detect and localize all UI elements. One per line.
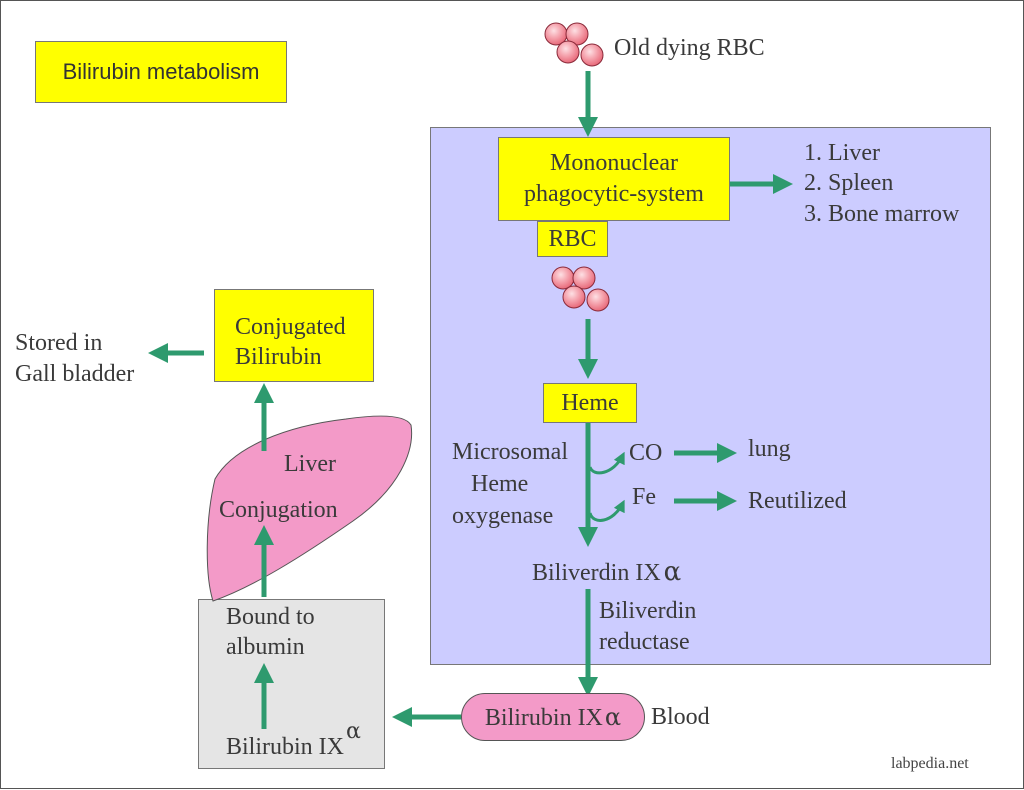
rbc-cluster-middle [551, 266, 610, 312]
heme-oxygenase-line3: oxygenase [452, 503, 554, 529]
lung-label: lung [748, 436, 791, 462]
gall-bladder-label: Gall bladder [15, 361, 135, 387]
arrow-branch-fe [588, 499, 625, 522]
fe-label: Fe [632, 484, 656, 510]
liver-organ-shape [206, 415, 413, 602]
arrow-branch-co [588, 451, 625, 475]
watermark: labpedia.net [891, 755, 969, 772]
blood-label: Blood [651, 704, 710, 730]
albumin-box [198, 599, 385, 769]
mps-label: Mononuclear phagocytic-system [524, 150, 704, 207]
conjugated-line2: Bilirubin [235, 344, 322, 370]
site-liver: 1. Liver [804, 140, 880, 166]
rbc-box: RBC [537, 221, 608, 257]
reutilized-label: Reutilized [748, 488, 847, 514]
blood-bilirubin-label: Bilirubin IXα [485, 703, 621, 732]
unconjugated-bilirubin-alpha: α [346, 719, 361, 744]
bound-to-line2: albumin [226, 634, 305, 660]
stored-in-label: Stored in [15, 330, 103, 356]
heme-label: Heme [561, 389, 619, 416]
blood-bilirubin-text: Bilirubin IX [484, 704, 603, 731]
liver-label: Liver [284, 451, 336, 477]
unconjugated-bilirubin-text: Bilirubin IX [226, 734, 344, 760]
bound-to-line1: Bound to [226, 604, 315, 630]
conjugation-label: Conjugation [219, 497, 338, 523]
biliverdin-text: Biliverdin IX [532, 560, 661, 586]
rbc-label: RBC [548, 225, 597, 252]
biliverdin-alpha: α [663, 557, 682, 587]
biliverdin-reductase-line1: Biliverdin [599, 598, 697, 624]
site-spleen: 2. Spleen [804, 170, 894, 196]
rbc-cluster-top [544, 22, 604, 67]
co-label: CO [629, 440, 663, 466]
heme-oxygenase-line1: Microsomal [452, 439, 568, 465]
blood-bilirubin-alpha: α [604, 702, 622, 731]
conjugated-bilirubin-box: Conjugated Bilirubin [214, 289, 374, 382]
biliverdin-reductase-line2: reductase [599, 629, 690, 655]
conjugated-line1: Conjugated [235, 314, 346, 340]
site-bone-marrow: 3. Bone marrow [804, 201, 960, 227]
mps-box: Mononuclear phagocytic-system [498, 137, 730, 221]
heme-oxygenase-line2: Heme [471, 471, 529, 497]
unconjugated-bilirubin-label: Bilirubin IXα [226, 719, 361, 760]
heme-box: Heme [543, 383, 637, 423]
page-title: Bilirubin metabolism [62, 59, 260, 84]
title-box: Bilirubin metabolism [35, 41, 287, 103]
blood-bilirubin-pill: Bilirubin IXα [461, 693, 645, 741]
old-rbc-label: Old dying RBC [614, 35, 765, 61]
